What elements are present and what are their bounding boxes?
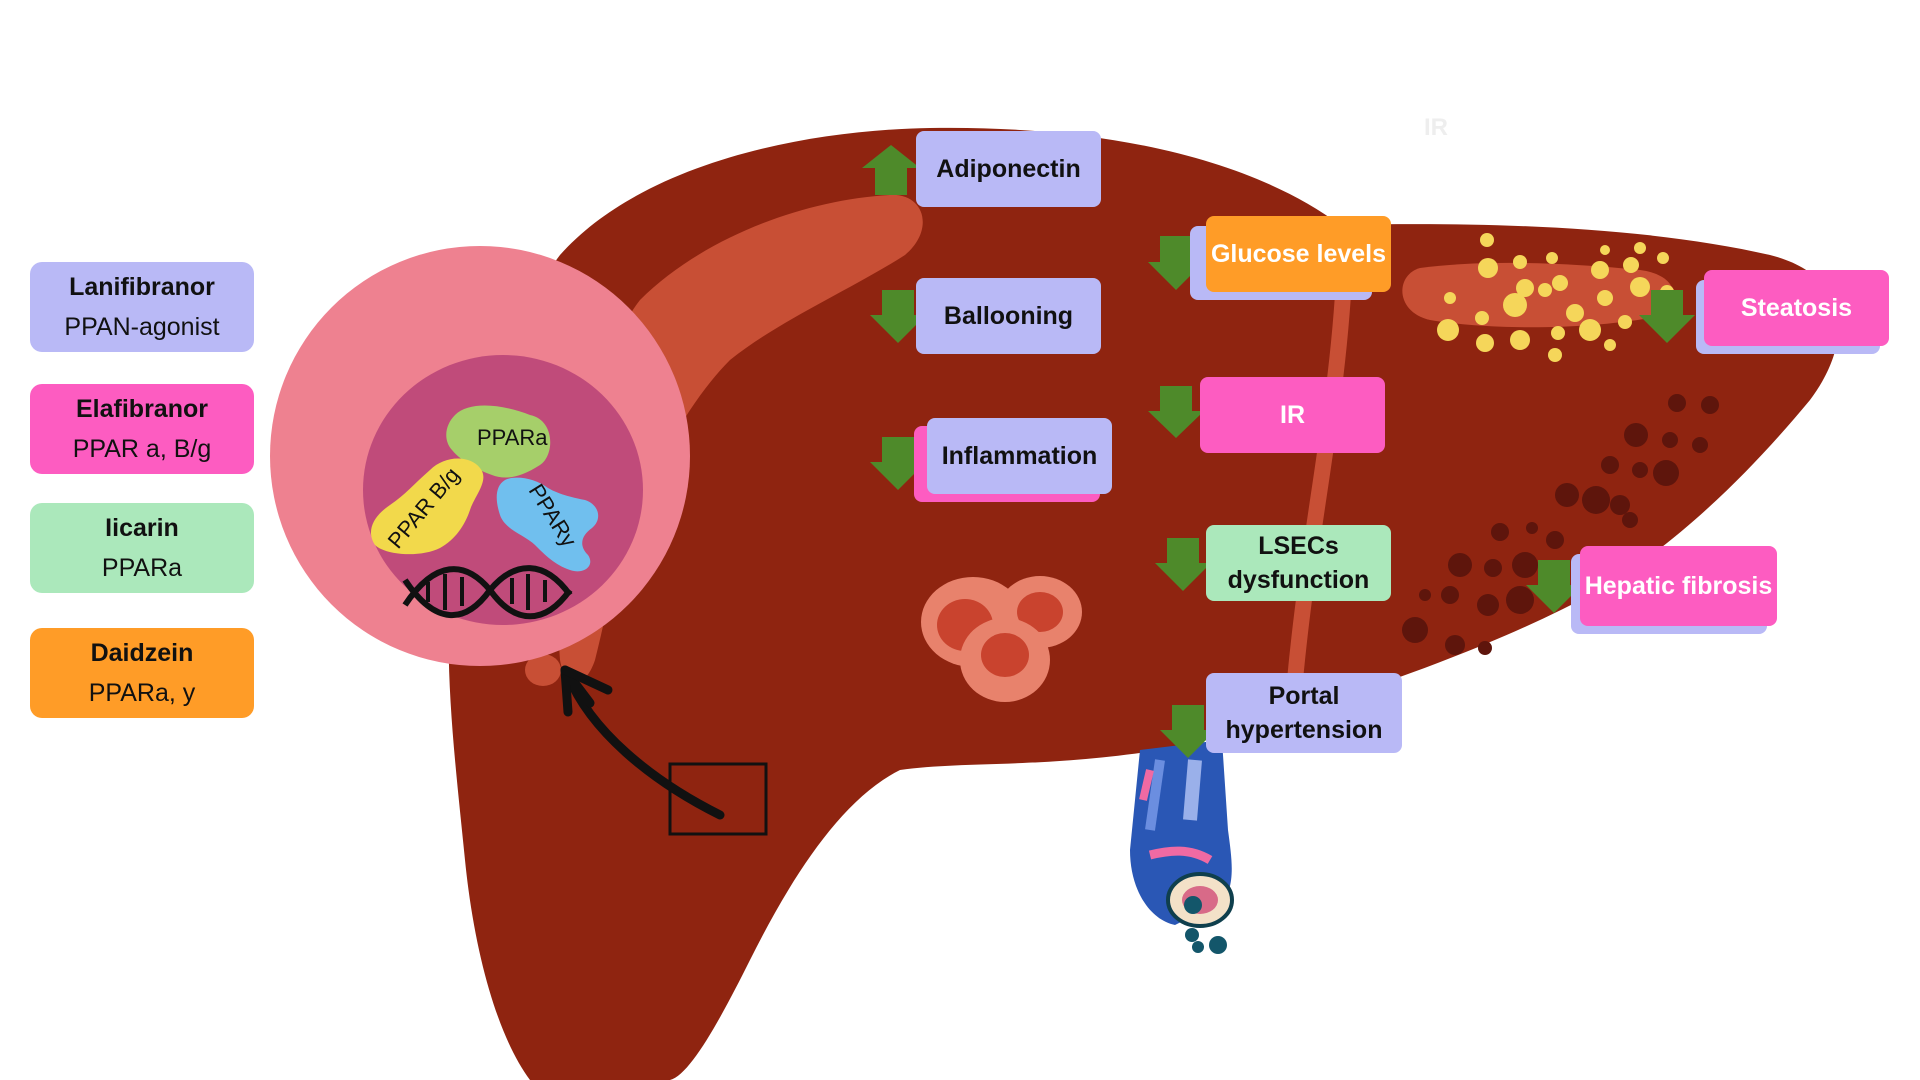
drug-card-lanifibranor: Lanifibranor PPAN-agonist xyxy=(30,262,254,352)
liver-highlight-right xyxy=(1402,262,1674,328)
dna-helix xyxy=(402,565,573,620)
fibrosis-down-arrow xyxy=(1526,560,1582,613)
portal-down-arrow xyxy=(1160,705,1216,758)
lsecs-label-line2: dysfunction xyxy=(1227,566,1370,594)
ir-label-text: IR xyxy=(1280,401,1305,429)
liver-vein-line xyxy=(1287,247,1353,688)
fat-droplets xyxy=(1437,233,1674,362)
receptor-ppary-blob xyxy=(496,477,599,572)
hepatocyte-cell: PPARa PPAR B/g PPARy xyxy=(270,246,690,686)
lsecs-label: LSECs dysfunction xyxy=(1206,525,1391,601)
drug-name: Elafibranor xyxy=(76,395,208,423)
liver-shape xyxy=(448,127,1839,1080)
ir-down-arrow xyxy=(1148,386,1204,438)
inflammation-down-arrow xyxy=(870,437,926,490)
drug-card-elafibranor: Elafibranor PPAR a, B/g xyxy=(30,384,254,474)
fibrosis-spots xyxy=(1402,394,1719,655)
drug-name: Lanifibranor xyxy=(69,273,215,301)
receptor-ppara-blob xyxy=(446,405,551,478)
inflammation-label: Inflammation xyxy=(927,418,1112,494)
lsecs-down-arrow xyxy=(1155,538,1211,591)
glucose-label: Glucose levels xyxy=(1206,216,1391,292)
drug-card-daidzein: Daidzein PPARa, y xyxy=(30,628,254,718)
adiponectin-up-arrow xyxy=(862,145,920,195)
drug-name: Iicarin xyxy=(105,514,179,542)
portal-label-line2: hypertension xyxy=(1225,716,1383,744)
drug-target: PPAR a, B/g xyxy=(72,435,212,463)
lsecs-label-line1: LSECs xyxy=(1258,532,1339,560)
liver-highlight-left xyxy=(559,194,923,683)
blood-cells xyxy=(921,576,1082,702)
steatosis-label: Steatosis xyxy=(1704,270,1889,346)
portal-vessel xyxy=(1130,740,1234,954)
ir-label: IR xyxy=(1200,377,1385,453)
fibrosis-label: Hepatic fibrosis xyxy=(1580,546,1777,626)
receptor-ppar-bg-blob xyxy=(370,458,484,555)
portal-label-line1: Portal xyxy=(1268,682,1340,710)
faint-ir-text: IR xyxy=(1424,114,1448,141)
drug-target: PPARa, y xyxy=(88,679,196,707)
drug-target: PPAN-agonist xyxy=(64,313,220,341)
ballooning-label: Ballooning xyxy=(916,278,1101,354)
ballooning-down-arrow xyxy=(870,290,926,343)
receptor-ppara-label: PPARa xyxy=(477,425,548,450)
drug-target: PPARa xyxy=(101,554,183,582)
steatosis-down-arrow xyxy=(1639,290,1695,343)
zoom-indicator xyxy=(560,665,768,836)
portal-label: Portal hypertension xyxy=(1206,673,1402,753)
drug-name: Daidzein xyxy=(90,639,194,667)
adiponectin-label: Adiponectin xyxy=(916,131,1101,207)
drug-card-iicarin: Iicarin PPARa xyxy=(30,503,254,593)
